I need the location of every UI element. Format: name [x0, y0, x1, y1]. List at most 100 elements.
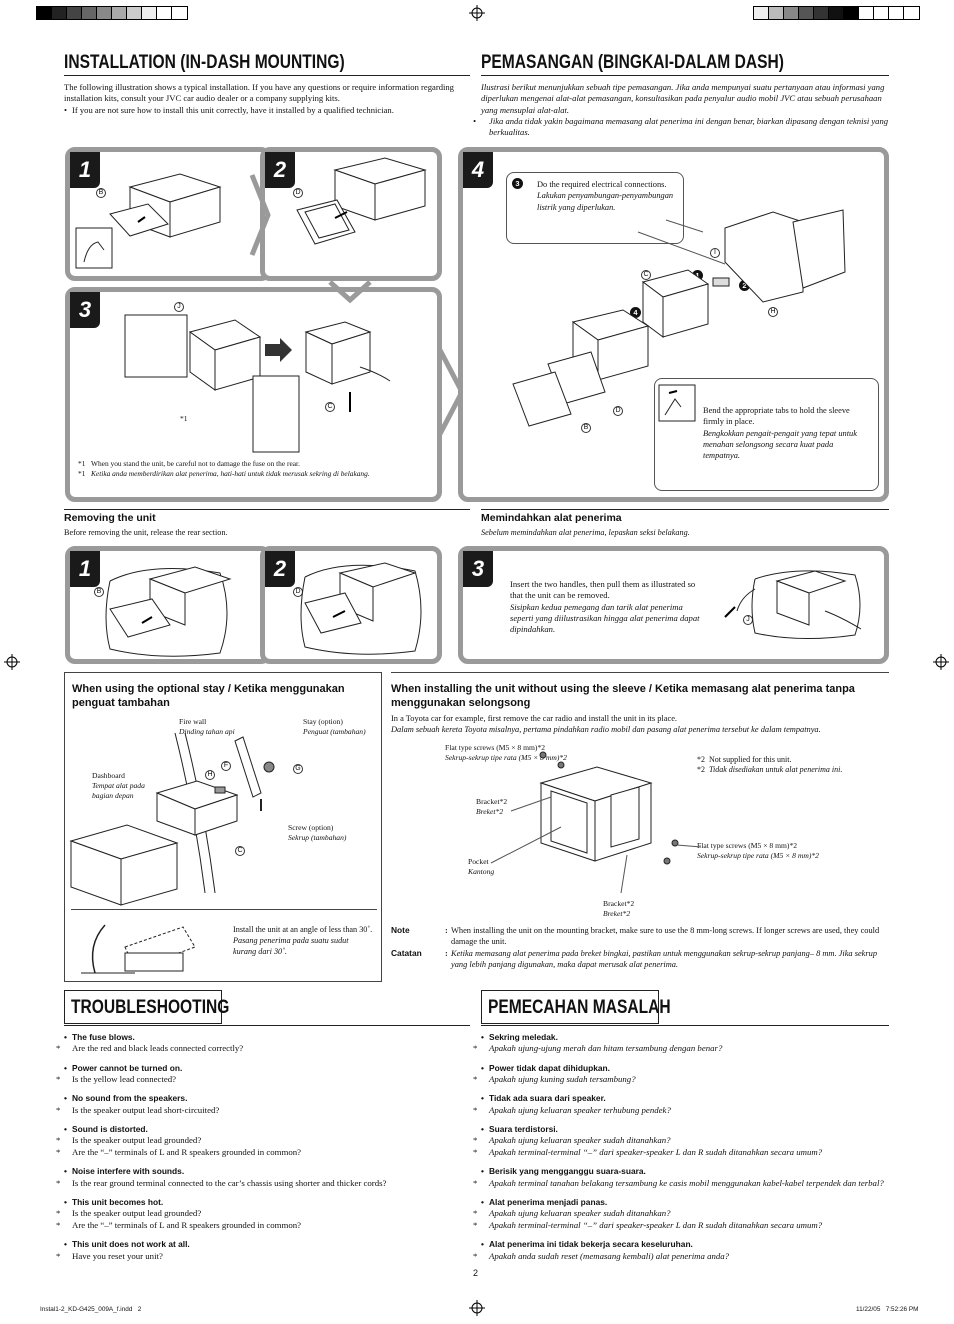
step4-part-c: C	[641, 270, 651, 280]
troubleshooting-check: *Apakah ujung keluaran speaker terhubung…	[473, 1104, 671, 1115]
troubleshooting-check: *Apakah terminal-terminal “–” dari speak…	[473, 1146, 823, 1157]
troubleshooting-item: •This unit does not work at all.*Have yo…	[56, 1239, 470, 1262]
step4-part-b: B	[581, 423, 591, 433]
stay-label: Stay (option) Penguat (tambahan)	[303, 717, 366, 736]
troubleshooting-symptom: •No sound from the speakers.	[64, 1093, 188, 1104]
removing-id-title: Memindahkan alat penerima	[481, 512, 622, 524]
step4-marker-1: 1	[692, 270, 703, 281]
stay-part-h: H	[205, 770, 215, 780]
install-en-intro: The following illustration shows a typic…	[64, 82, 470, 116]
troubleshooting-id-title: PEMECAHAN MASALAH	[488, 997, 671, 1018]
angle-text: Install the unit at an angle of less tha…	[233, 925, 373, 957]
troubleshooting-en-title: TROUBLESHOOTING	[71, 997, 230, 1018]
note-label-id: Catatan	[391, 948, 422, 959]
illustration-remove-step2	[300, 562, 422, 655]
sleeve-intro: In a Toyota car for example, first remov…	[391, 713, 889, 735]
footer-file: Instal1-2_KD-G425_009A_f.indd 2	[40, 1306, 142, 1313]
remove-step1-panel: 1 B	[65, 546, 271, 664]
troubleshooting-en-header: TROUBLESHOOTING	[64, 990, 470, 1026]
troubleshooting-item: •Noise interfere with sounds.*Is the rea…	[56, 1166, 470, 1189]
troubleshooting-item: •Alat penerima ini tidak bekerja secara …	[473, 1239, 889, 1262]
troubleshooting-en-list: •The fuse blows.*Are the red and black l…	[56, 1032, 470, 1270]
troubleshooting-check: *Are the red and black leads connected c…	[56, 1043, 244, 1054]
troubleshooting-check: *Are the “–” terminals of L and R speake…	[56, 1146, 302, 1157]
remove-step3-id: Sisipkan kedua pemegang dan tarik alat p…	[510, 601, 700, 635]
install-step4-panel: 4 3 Do the required electrical connectio…	[458, 147, 889, 502]
troubleshooting-symptom: •The fuse blows.	[64, 1032, 135, 1042]
step4-marker-3: 3	[512, 178, 523, 189]
install-en-bullet: •If you are not sure how to install this…	[64, 104, 394, 115]
step4-marker-4: 4	[630, 307, 641, 318]
stay-part-g: G	[293, 764, 303, 774]
troubleshooting-check: *Is the speaker output lead short-circui…	[56, 1104, 220, 1115]
stay-part-c: C	[235, 846, 245, 856]
bend-tabs-icon	[658, 384, 696, 422]
install-id-intro: Ilustrasi berikut menunjukkan sebuah tip…	[473, 82, 889, 139]
registration-mark-bottom	[469, 1300, 485, 1316]
sleeve-section: When installing the unit without using t…	[391, 672, 889, 982]
footer-date: 11/22/05 7:52:26 PM	[856, 1306, 919, 1313]
troubleshooting-check: *Apakah ujung keluaran speaker sudah dit…	[473, 1135, 671, 1146]
install-id-intro-text: Ilustrasi berikut menunjukkan sebuah tip…	[481, 82, 885, 115]
pocket-label: Pocket Kantong	[468, 857, 495, 876]
step-number-4: 4	[463, 152, 493, 188]
step-number-3: 3	[70, 292, 100, 328]
troubleshooting-check: *Apakah terminal-terminal “–” dari speak…	[473, 1219, 823, 1230]
stay-section: When using the optional stay / Ketika me…	[64, 672, 382, 982]
flat-screws-right-label: Flat type screws (M5 × 8 mm)*2 Sekrup-se…	[697, 841, 819, 860]
troubleshooting-symptom: •Sekring meledak.	[481, 1032, 558, 1042]
troubleshooting-en-box: TROUBLESHOOTING	[64, 990, 230, 1024]
troubleshooting-check: *Apakah ujung kuning sudah tersambung?	[473, 1073, 636, 1084]
illustration-angle	[81, 924, 196, 974]
troubleshooting-item: •Alat penerima menjadi panas.*Apakah uju…	[473, 1197, 889, 1231]
illustration-remove-step1	[105, 566, 232, 657]
step4-tabs-callout: Bend the appropriate tabs to hold the sl…	[654, 378, 879, 491]
illustration-remove-faceplate	[75, 173, 222, 269]
remove-step3-text: Insert the two handles, then pull them a…	[510, 579, 706, 636]
angle-text-en: Install the unit at an angle of less tha…	[233, 925, 373, 934]
page-number: 2	[473, 1268, 479, 1278]
troubleshooting-id-list: •Sekring meledak.*Apakah ujung-ujung mer…	[473, 1032, 889, 1270]
removing-en-title: Removing the unit	[64, 512, 156, 524]
troubleshooting-symptom: •Suara terdistorsi.	[481, 1124, 558, 1135]
troubleshooting-symptom: •Alat penerima menjadi panas.	[481, 1197, 608, 1208]
remove-step3-panel: 3 Insert the two handles, then pull them…	[458, 546, 889, 664]
sleeve-note: Note : When installing the unit on the m…	[391, 925, 889, 970]
troubleshooting-check: *Is the rear ground terminal connected t…	[56, 1177, 387, 1188]
screw-label: Screw (option) Sekrup (tambahan)	[288, 823, 347, 842]
troubleshooting-item: •Sound is distorted.*Is the speaker outp…	[56, 1124, 470, 1158]
troubleshooting-symptom: •Berisik yang mengganggu suara-suara.	[481, 1166, 646, 1177]
step4-marker-2: 2	[739, 280, 750, 291]
troubleshooting-check: *Is the speaker output lead grounded?	[56, 1208, 202, 1219]
troubleshooting-symptom: •This unit does not work at all.	[64, 1239, 190, 1250]
install-en-header: INSTALLATION (IN-DASH MOUNTING)	[64, 50, 470, 76]
troubleshooting-check: *Are the “–” terminals of L and R speake…	[56, 1219, 302, 1230]
remove-step-number-3: 3	[463, 551, 493, 587]
removing-id-text: Sebelum memindahkan alat penerima, lepas…	[481, 527, 690, 537]
illustration-assembly	[512, 209, 846, 427]
sleeve-title: When installing the unit without using t…	[391, 683, 855, 710]
illustration-remove-trim	[296, 157, 427, 245]
troubleshooting-id-box: PEMECAHAN MASALAH	[481, 990, 671, 1024]
troubleshooting-symptom: •Power tidak dapat dihidupkan.	[481, 1062, 610, 1073]
step4-tabs-en: Bend the appropriate tabs to hold the sl…	[703, 406, 850, 427]
troubleshooting-item: •The fuse blows.*Are the red and black l…	[56, 1032, 470, 1055]
remove-step-number-1: 1	[70, 551, 100, 587]
step4-connections-en: Do the required electrical connections.	[537, 180, 667, 189]
part-label-j: J	[174, 302, 184, 312]
troubleshooting-id-header: PEMECAHAN MASALAH	[481, 990, 889, 1026]
remove-step2-panel: 2 D	[260, 546, 442, 664]
install-id-bullet: •Jika anda tidak yakin bagaimana memasan…	[473, 116, 889, 138]
stay-title: When using the optional stay / Ketika me…	[72, 683, 345, 710]
remove-step-number-2: 2	[265, 551, 295, 587]
step4-part-d: D	[613, 406, 623, 416]
step-number-1: 1	[70, 152, 100, 188]
removing-en: Removing the unit Before removing the un…	[64, 509, 470, 539]
illustration-sleeveless	[490, 751, 702, 894]
step4-connections-callout: 3 Do the required electrical connections…	[506, 172, 684, 244]
registration-bar-left	[36, 6, 188, 20]
illustration-remove-handles	[724, 570, 862, 640]
note-text-id: Ketika memasang alat penerima pada breke…	[451, 949, 878, 970]
